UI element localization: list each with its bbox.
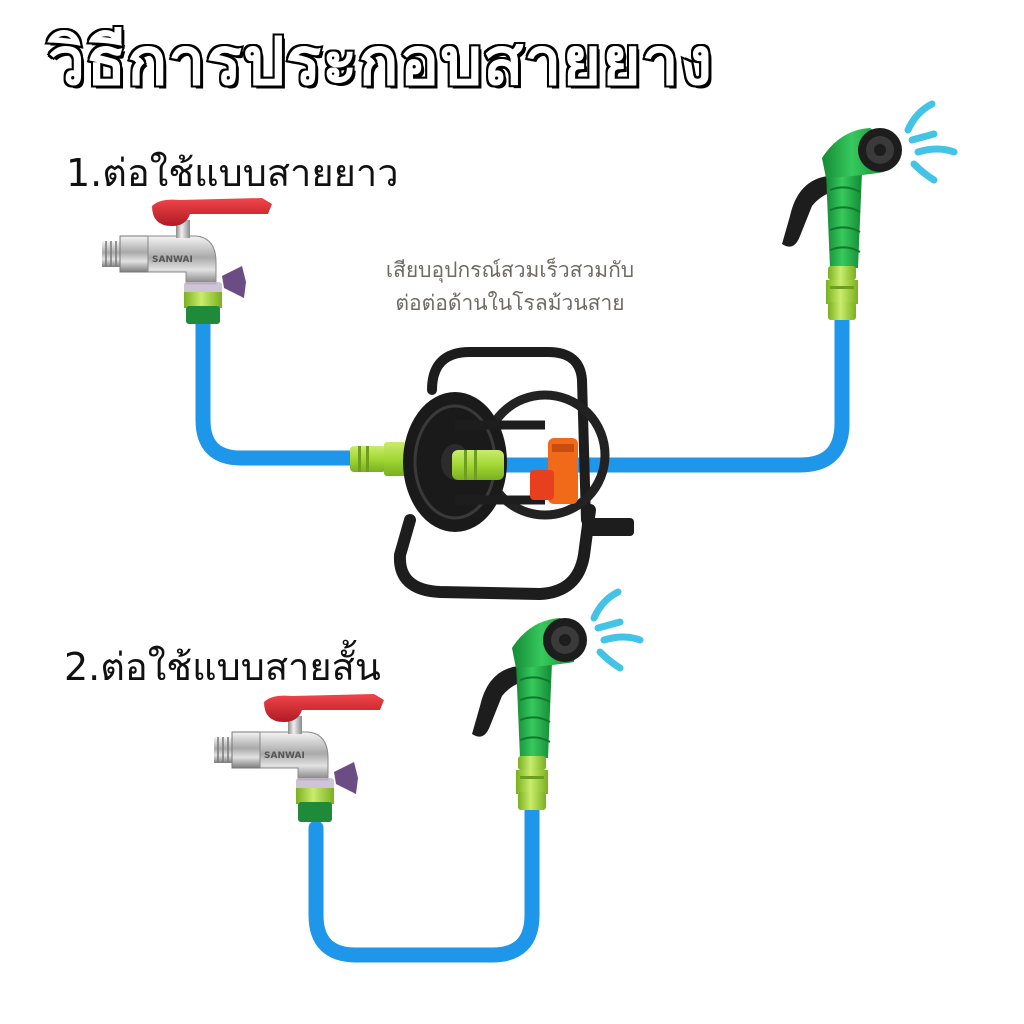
- hose-short: [308, 800, 540, 963]
- reel-note-line-2: ต่อต่อด้านในโรลม้วนสาย: [395, 290, 625, 315]
- page-title: วิธีการประกอบสายยาง: [46, 23, 714, 100]
- spray-gun-icon: [782, 128, 902, 320]
- water-splash-icon: [904, 100, 958, 184]
- spray-gun-icon-short: [472, 618, 587, 810]
- reel-note: เสียบอุปกรณ์สวมเร็วสวมกับ ต่อต่อด้านในโร…: [330, 254, 690, 319]
- reel-note-line-1: เสียบอุปกรณ์สวมเร็วสวมกับ: [385, 258, 635, 282]
- water-faucet-icon-short: SANWAI: [214, 694, 384, 822]
- water-faucet-icon: SANWAI: [102, 198, 272, 324]
- water-splash-icon-short: [590, 588, 644, 672]
- step-1-label: 1.ต่อใช้แบบสายยาว: [66, 151, 399, 195]
- hose-long-outlet: [492, 310, 850, 473]
- quick-connector-inlet: [350, 442, 406, 476]
- faucet-brand-label-2: SANWAI: [264, 751, 305, 761]
- faucet-brand-label: SANWAI: [152, 255, 193, 265]
- hose-long-inlet: [195, 312, 368, 466]
- hose-reel-icon: [393, 347, 634, 601]
- step-2-label: 2.ต่อใช้แบบสายสั้น: [64, 645, 381, 689]
